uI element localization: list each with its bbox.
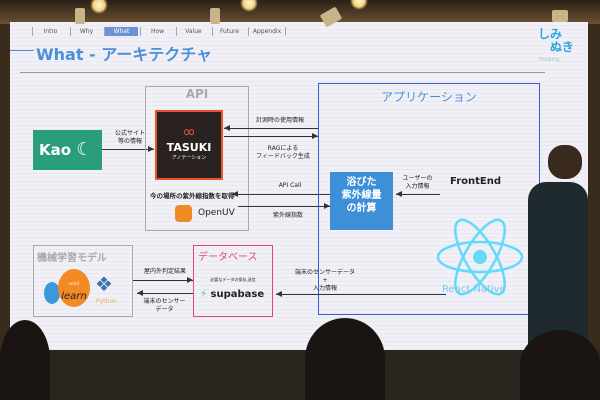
edge-label-rag: RAGによるフィードバック生成 bbox=[256, 145, 310, 160]
arrow-kao-tasuki bbox=[102, 146, 154, 152]
react-native-label: React Native bbox=[442, 284, 506, 295]
arrow-api-call bbox=[232, 191, 330, 197]
speaker-body bbox=[528, 182, 588, 352]
audience-head bbox=[0, 320, 50, 400]
tasuki-logo: ∞ TASUKI アノテーション bbox=[155, 110, 223, 180]
ceiling-light bbox=[240, 0, 258, 12]
tab-why[interactable]: Why bbox=[70, 27, 102, 36]
audience-head bbox=[305, 318, 385, 400]
edge-label-user-input: ユーザーの入力情報 bbox=[402, 175, 433, 190]
speaker-head bbox=[548, 145, 582, 179]
arrow-sensor-input bbox=[276, 291, 446, 297]
tab-future[interactable]: Future bbox=[212, 27, 246, 36]
audience-head bbox=[520, 330, 600, 400]
edge-label-sensor-input: 端末のセンサーデータ+入力情報 bbox=[294, 269, 355, 292]
uv-calc-box: 浴びた紫外線量の計算 bbox=[330, 172, 393, 230]
arrow-rag bbox=[224, 133, 318, 139]
python-icon: ❖ bbox=[95, 272, 113, 296]
arrow-uv-index bbox=[238, 203, 330, 209]
kao-logo: Kao ☾ bbox=[33, 130, 102, 170]
spotlight bbox=[210, 8, 220, 24]
arrow-user-input bbox=[396, 191, 440, 197]
ml-group: 機械学習モデル bbox=[33, 245, 133, 317]
supabase-icon: ⚡ bbox=[200, 289, 208, 300]
edge-label-kao: 公式サイト等の情報 bbox=[114, 130, 145, 145]
projection-screen: Intro Why What How Value Future Appendix… bbox=[10, 22, 588, 352]
react-icon bbox=[436, 218, 524, 296]
spotlight bbox=[552, 10, 568, 22]
uv-index-label: 今の場所の紫外線指数を取得 bbox=[150, 192, 235, 200]
arrow-indoor bbox=[133, 277, 193, 283]
tab-how[interactable]: How bbox=[140, 27, 174, 36]
edge-label-uv-index: 紫外線指数 bbox=[272, 212, 303, 219]
python-label: Python bbox=[96, 298, 117, 305]
tab-appendix[interactable]: Appendix bbox=[248, 27, 286, 36]
ceiling-light bbox=[90, 0, 108, 14]
logo: しみぬき Thinking bbox=[538, 27, 574, 64]
floor bbox=[0, 350, 600, 400]
arrow-sensor bbox=[137, 290, 193, 296]
edge-label-indoor: 屋内外判定結果 bbox=[143, 268, 186, 275]
api-group: API bbox=[145, 86, 249, 231]
edge-label-api-call: API Call bbox=[278, 182, 302, 189]
page-title: What - アーキテクチャ bbox=[36, 45, 213, 64]
spotlight bbox=[75, 8, 85, 24]
openuv-label: OpenUV bbox=[198, 208, 235, 218]
arrow-usage bbox=[224, 125, 318, 131]
tab-value[interactable]: Value bbox=[176, 27, 210, 36]
frontend-label: FrontEnd bbox=[450, 176, 502, 187]
tab-what[interactable]: What bbox=[104, 27, 138, 36]
edge-label-sensor: 端末のセンサーデータ bbox=[143, 298, 186, 313]
openuv-icon bbox=[175, 205, 192, 222]
sklearn-blue-blob bbox=[44, 282, 60, 304]
title-rule bbox=[10, 50, 34, 51]
tab-intro[interactable]: Intro bbox=[32, 27, 68, 36]
ceiling-light bbox=[350, 0, 368, 10]
edge-label-usage: 計測時の使用情報 bbox=[255, 117, 304, 124]
title-divider bbox=[20, 72, 545, 73]
database-group: データベース 必要なデータの保存,送信 ⚡ supabase bbox=[193, 245, 273, 317]
